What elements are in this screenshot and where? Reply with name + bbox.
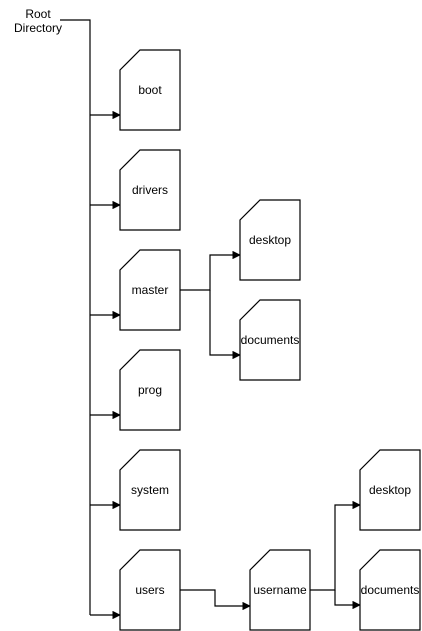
root-trunk-connector	[60, 19, 91, 615]
node-master-desktop-shape[interactable]	[239, 199, 301, 281]
node-users-shape[interactable]	[119, 549, 181, 631]
users-username-connector	[180, 589, 251, 611]
node-username-documents-shape[interactable]	[359, 549, 421, 631]
username-children-connectors	[310, 500, 361, 610]
master-children-connectors	[180, 250, 241, 360]
node-master-shape[interactable]	[119, 249, 181, 331]
node-username-desktop-shape[interactable]	[359, 449, 421, 531]
node-master-documents-shape[interactable]	[239, 299, 301, 381]
node-prog-shape[interactable]	[119, 349, 181, 431]
node-boot-shape[interactable]	[119, 49, 181, 131]
first-level-connectors	[90, 110, 121, 620]
node-username-shape[interactable]	[249, 549, 311, 631]
node-system-shape[interactable]	[119, 449, 181, 531]
node-drivers-shape[interactable]	[119, 149, 181, 231]
